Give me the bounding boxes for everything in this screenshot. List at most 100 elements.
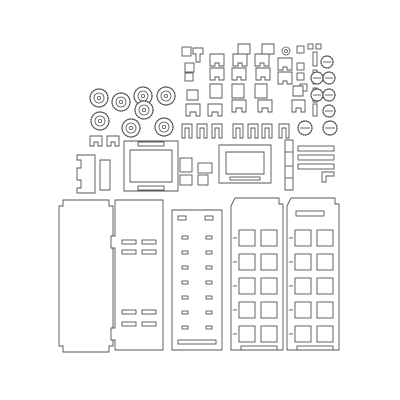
large-gear: [134, 100, 154, 120]
window-panel-left: [230, 197, 284, 351]
notched-block: [209, 67, 225, 81]
window-cutout: [260, 277, 278, 295]
step-block: [185, 103, 201, 117]
left-mech-parts: [76, 135, 179, 194]
comb-slot: [205, 280, 213, 285]
notched-block: [261, 43, 275, 55]
step-block: [257, 99, 273, 113]
notched-block: [209, 83, 223, 99]
window-cutout: [260, 301, 278, 319]
square-block: [197, 174, 209, 186]
bottom-slot: [296, 345, 334, 351]
panel-slot: [177, 215, 187, 221]
notched-block: [277, 71, 293, 85]
comb-slot: [181, 310, 189, 315]
long-panel-comb: [171, 209, 223, 351]
notched-block: [254, 53, 270, 67]
comb-slot: [181, 280, 189, 285]
comb-slot: [205, 250, 213, 255]
frame-slot: [137, 141, 165, 147]
small-square: [296, 62, 305, 71]
frame-slot: [229, 176, 261, 181]
small-gear: [310, 71, 324, 85]
small-clip: [106, 135, 120, 147]
upright-tab: [312, 103, 318, 117]
u-block: [232, 123, 244, 139]
comb-slot: [205, 265, 213, 270]
upright-tab: [312, 51, 318, 67]
comb-slot: [181, 235, 189, 240]
comb-slot: [177, 339, 217, 345]
window-cutout: [260, 253, 278, 271]
step-block: [291, 99, 306, 113]
large-gear: [90, 111, 110, 131]
small-clip: [89, 135, 103, 147]
large-gear: [156, 86, 176, 106]
top-slot: [295, 210, 325, 217]
panel-slot: [141, 321, 157, 327]
large-gear: [154, 117, 174, 137]
square-block: [179, 157, 193, 173]
comb-slots: [177, 235, 217, 345]
small-gear-column: [297, 55, 338, 136]
window-cutout: [238, 229, 256, 247]
small-gear: [322, 104, 336, 118]
window-cutout: [294, 277, 312, 295]
window-cutout: [316, 277, 334, 295]
bracket: [76, 154, 96, 194]
small-gear: [322, 71, 336, 85]
window-cutout: [294, 229, 312, 247]
notched-block: [232, 53, 248, 67]
window-cutout: [294, 325, 312, 343]
notched-block: [237, 43, 251, 55]
comb-slot: [181, 250, 189, 255]
u-block: [278, 123, 290, 139]
notched-block: [277, 57, 293, 71]
window-cutout: [294, 253, 312, 271]
u-block: [247, 123, 259, 139]
comb-slot: [181, 265, 189, 270]
frame-slot: [137, 185, 165, 191]
window-cutout: [238, 277, 256, 295]
small-gear: [320, 55, 334, 69]
comb-slot: [181, 295, 189, 300]
panel-slot: [141, 239, 157, 245]
window-cutout: [260, 229, 278, 247]
window-cutout: [238, 253, 256, 271]
u-block: [181, 123, 193, 139]
step-block: [231, 99, 247, 113]
notched-block: [231, 83, 245, 99]
panel-slot: [121, 321, 137, 327]
small-square: [307, 43, 314, 50]
notched-block: [292, 85, 304, 97]
square-block: [197, 162, 213, 174]
panel-slot: [141, 249, 157, 255]
window-cutout: [294, 301, 312, 319]
small-gear: [297, 120, 313, 136]
comb-slot: [205, 295, 213, 300]
window-cutout: [316, 229, 334, 247]
rail: [297, 154, 335, 161]
gear-cluster: [89, 86, 176, 138]
small-angle: [321, 171, 335, 183]
notched-block: [254, 83, 268, 99]
long-panel-slotted: [110, 199, 164, 351]
comb-slot: [205, 235, 213, 240]
window-cutout: [316, 253, 334, 271]
tiny-block: [181, 46, 192, 57]
window-panel-parts: [230, 197, 340, 351]
large-gear: [111, 92, 131, 112]
small-square: [296, 45, 305, 54]
center-mech-parts: [179, 139, 335, 191]
panel-slot: [121, 309, 137, 315]
large-gear: [121, 118, 141, 138]
window-frame: [218, 144, 272, 184]
panel-slot: [121, 239, 137, 245]
notched-block: [209, 53, 225, 67]
small-washer: [284, 49, 288, 53]
window-cutout: [238, 301, 256, 319]
window-cutout: [316, 301, 334, 319]
step-block: [207, 103, 223, 117]
u-block: [261, 123, 273, 139]
